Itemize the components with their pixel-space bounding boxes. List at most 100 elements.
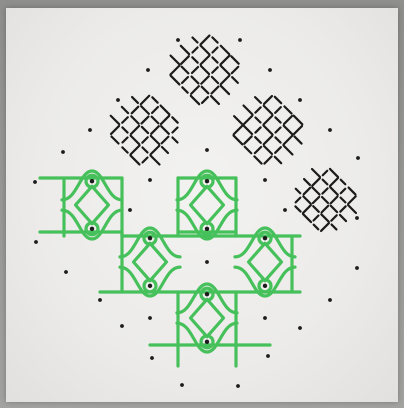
black-stroke	[192, 37, 197, 42]
black-stroke	[275, 97, 281, 103]
black-stroke	[296, 198, 301, 203]
black-stroke	[172, 117, 177, 122]
black-stroke	[312, 169, 320, 177]
grid-dot	[298, 98, 302, 102]
black-stroke	[254, 156, 261, 163]
black-stroke	[330, 178, 338, 186]
green-diamond	[134, 243, 167, 280]
black-stroke	[212, 77, 218, 83]
black-stroke	[201, 36, 210, 45]
black-stroke	[201, 56, 210, 65]
green-center-dot	[205, 227, 209, 231]
grid-dot	[61, 150, 65, 154]
black-stroke	[181, 46, 189, 54]
black-stroke	[322, 197, 328, 203]
grid-dot	[328, 298, 332, 302]
black-stroke	[255, 97, 261, 103]
green-center-dot	[148, 236, 152, 240]
black-stroke	[244, 126, 252, 134]
black-stroke	[151, 136, 159, 144]
grid-dot	[148, 178, 152, 182]
black-stroke	[321, 223, 329, 231]
black-stroke	[152, 107, 158, 113]
black-stroke	[322, 188, 327, 193]
black-stroke	[264, 116, 273, 125]
black-stroke	[151, 146, 160, 155]
black-stroke	[192, 47, 197, 52]
black-stroke	[323, 171, 328, 176]
black-stroke	[304, 188, 311, 195]
black-stroke	[232, 67, 239, 74]
black-stroke	[314, 225, 319, 230]
black-stroke	[212, 67, 218, 73]
black-stroke	[122, 117, 128, 123]
grid-dot	[128, 208, 132, 212]
black-stroke	[323, 180, 328, 185]
black-stroke	[192, 67, 198, 73]
black-stroke	[221, 76, 230, 85]
black-stroke	[255, 147, 261, 153]
black-stroke	[131, 146, 140, 155]
black-stroke	[348, 196, 355, 203]
black-stroke	[232, 77, 238, 83]
green-diamond	[76, 186, 109, 223]
black-stroke	[221, 66, 230, 75]
black-stroke	[131, 136, 140, 145]
black-stroke	[192, 77, 199, 84]
black-stroke	[152, 117, 159, 124]
black-stroke	[295, 206, 300, 211]
grid-dot	[146, 68, 150, 72]
black-stroke	[162, 137, 169, 144]
black-stroke	[142, 137, 147, 142]
grid-dot	[33, 180, 37, 184]
black-stroke	[202, 97, 208, 103]
green-center-dot	[263, 236, 267, 240]
grid-dot	[266, 354, 270, 358]
black-stroke	[152, 97, 157, 102]
black-stroke	[151, 156, 160, 165]
black-stroke	[161, 126, 169, 134]
black-stroke	[131, 116, 138, 123]
black-stroke	[191, 86, 199, 94]
black-stroke	[171, 76, 180, 85]
black-stroke	[284, 136, 293, 145]
black-stroke	[151, 126, 159, 134]
black-stroke	[284, 116, 292, 124]
black-stroke	[221, 56, 230, 65]
black-stroke	[171, 56, 180, 65]
black-stroke	[330, 169, 338, 177]
black-stroke	[172, 137, 177, 142]
black-stroke	[349, 188, 356, 195]
grid-dot	[355, 266, 359, 270]
black-stroke	[275, 107, 281, 113]
black-stroke	[312, 187, 319, 194]
black-stroke	[332, 225, 337, 230]
grid-dot	[263, 316, 267, 320]
black-stroke	[264, 156, 271, 163]
black-stroke	[313, 206, 319, 212]
black-stroke	[322, 206, 329, 213]
grid-dot	[328, 128, 332, 132]
green-diamond	[191, 299, 224, 336]
black-stroke	[341, 180, 346, 185]
black-stroke	[182, 67, 189, 74]
grid-dot	[64, 270, 68, 274]
black-stroke	[331, 206, 337, 212]
grid-dot	[150, 356, 154, 360]
grid-dot	[34, 240, 38, 244]
grid-dot	[116, 98, 120, 102]
grid-dot	[180, 383, 184, 387]
black-stroke	[122, 107, 128, 113]
black-stroke	[314, 216, 319, 221]
black-stroke	[244, 116, 253, 125]
black-stroke	[142, 147, 147, 152]
black-stroke	[296, 189, 301, 194]
black-stroke	[111, 116, 120, 125]
black-stroke	[161, 106, 170, 115]
black-stroke	[264, 126, 273, 135]
grid-dot	[88, 128, 92, 132]
grid-dot	[98, 298, 102, 302]
black-stroke	[244, 106, 253, 115]
black-stroke	[201, 46, 210, 55]
